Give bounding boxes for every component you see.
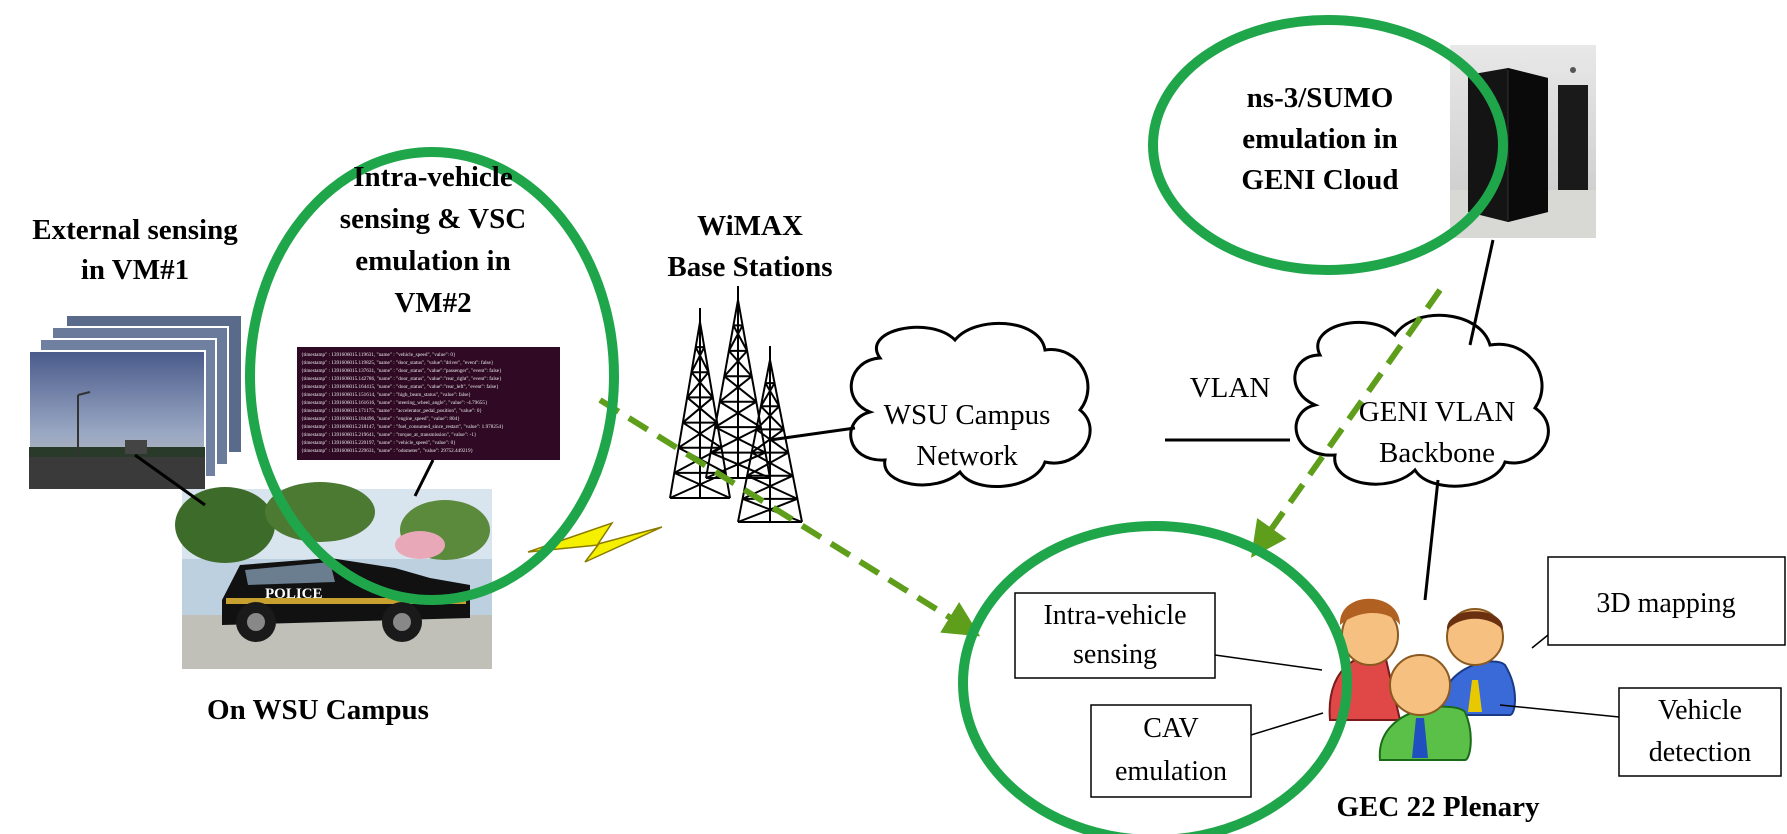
geni-cloud-line2: Backbone xyxy=(1379,437,1495,469)
terminal-line: {timestamp" : 1391606015.220197, "name" … xyxy=(301,440,456,446)
rack-to-geni-link xyxy=(1468,239,1495,346)
vm2-label-line2: sensing & VSC xyxy=(340,203,526,235)
tower-lattice xyxy=(737,359,803,523)
cav-line1: CAV xyxy=(1143,713,1199,744)
external-sensing-line2: in VM#1 xyxy=(81,254,189,286)
geni-cloud-line1: GENI VLAN xyxy=(1359,396,1516,428)
cell-tower-icon xyxy=(669,286,803,523)
terminal-line: {timestamp" : 1391606015.161616, "name" … xyxy=(301,400,488,406)
terminal-line: {timestamp" : 1391606015.119825, "name" … xyxy=(301,359,494,366)
terminal-line: {timestamp" : 1391606015.119631, "name" … xyxy=(301,352,456,358)
terminal-to-car-connector xyxy=(413,459,435,497)
intra-sensing-line2: sensing xyxy=(1073,639,1157,670)
on-campus-label: On WSU Campus xyxy=(207,694,429,726)
arrow-cloud-to-plenary xyxy=(1251,288,1443,558)
wsu-cloud-line2: Network xyxy=(916,440,1018,472)
external-sensing-line1: External sensing xyxy=(32,214,238,246)
tower-to-wsu-link xyxy=(769,426,856,442)
cav-line2: emulation xyxy=(1115,756,1227,787)
cav-connector xyxy=(1250,712,1324,736)
mapping-3d-label: 3D mapping xyxy=(1596,588,1735,619)
ns3-label-line2: emulation in xyxy=(1242,123,1398,155)
vehicle-detection-connector xyxy=(1499,704,1620,718)
ns3-label-line1: ns-3/SUMO xyxy=(1247,82,1394,114)
tower-lattice xyxy=(705,299,771,479)
vm2-label-line1: Intra-vehicle xyxy=(353,161,513,193)
plenary-highlight-ellipse xyxy=(958,521,1352,834)
terminal-line: {timestamp" : 1391606015.171175, "name" … xyxy=(301,408,482,414)
intra-sensing-connector xyxy=(1214,654,1323,671)
tower-lattice xyxy=(669,321,731,499)
road-photo-icon xyxy=(28,314,243,490)
vm2-highlight-ellipse xyxy=(245,147,619,605)
vlan-label: VLAN xyxy=(1190,372,1271,404)
gec-plenary-label: GEC 22 Plenary xyxy=(1337,791,1540,823)
terminal-icon: {timestamp" : 1391606015.119631, "name" … xyxy=(297,347,560,460)
terminal-line: {timestamp" : 1391606015.137631, "name" … xyxy=(301,367,502,374)
police-car-label: POLICE xyxy=(265,586,323,602)
wimax-label-line1: WiMAX xyxy=(697,210,803,242)
police-car-photo-icon: POLICE xyxy=(175,482,492,669)
terminal-line: {timestamp" : 1391606015.229631, "name" … xyxy=(301,448,474,454)
terminal-line: {timestamp" : 1391606015.142786, "name" … xyxy=(301,375,502,382)
vehicle-detection-line2: detection xyxy=(1649,737,1752,768)
mapping-3d-box: 3D mapping xyxy=(1547,556,1786,646)
people-group-icon xyxy=(1328,598,1516,761)
wsu-cloud-line1: WSU Campus xyxy=(884,399,1051,431)
vehicle-detection-box: Vehicle detection xyxy=(1618,687,1782,777)
ns3-label-line3: GENI Cloud xyxy=(1241,164,1398,196)
arrow-vm2-to-plenary xyxy=(598,397,981,637)
terminal-line: {timestamp" : 1391606015.219641, "name" … xyxy=(301,432,477,438)
vm2-label-line3: emulation in xyxy=(355,245,511,277)
intra-sensing-line1: Intra-vehicle xyxy=(1043,600,1186,631)
intra-sensing-box: Intra-vehicle sensing xyxy=(1014,592,1216,679)
cloud-highlight-ellipse xyxy=(1148,15,1508,275)
terminal-line: {timestamp" : 1391606015.218147, "name" … xyxy=(301,423,504,430)
mapping-3d-connector xyxy=(1531,634,1549,649)
vm2-label-line4: VM#2 xyxy=(394,287,471,319)
terminal-line: {timestamp" : 1391606015.151614, "name" … xyxy=(301,391,471,398)
terminal-line: {timestamp" : 1391606015.164415, "name" … xyxy=(301,383,499,390)
vehicle-detection-line1: Vehicle xyxy=(1658,695,1742,726)
geni-to-plenary-link xyxy=(1423,479,1440,601)
lightning-bolt-icon xyxy=(527,521,663,563)
wimax-label-line2: Base Stations xyxy=(667,251,832,283)
car-to-road-connector xyxy=(134,453,206,507)
terminal-line: {timestamp" : 1391606015.184496, "name" … xyxy=(301,416,460,422)
cav-box: CAV emulation xyxy=(1090,704,1252,798)
